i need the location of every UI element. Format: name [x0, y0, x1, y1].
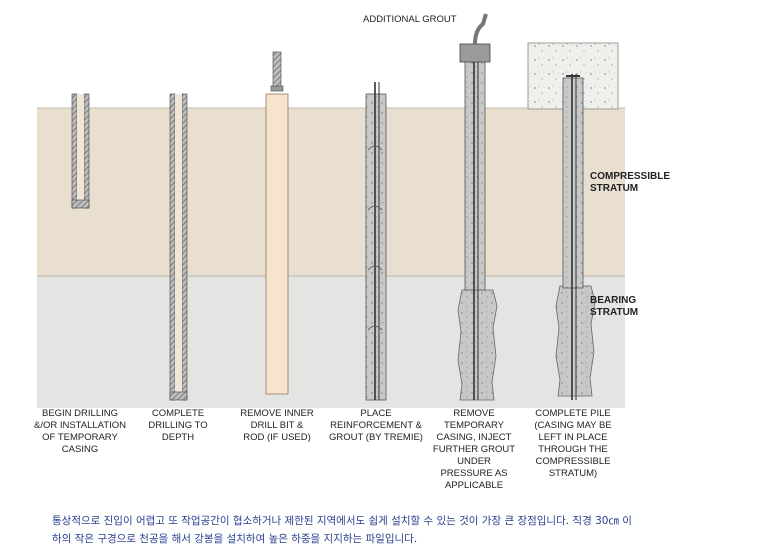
- stage-2-casing: [169, 93, 188, 401]
- step-2-label: COMPLETE DRILLING TO DEPTH: [148, 408, 208, 443]
- stage-4-reinforced-grout: [365, 82, 387, 401]
- stage-5-pressure-grout: [457, 13, 498, 401]
- stage-1-casing: [71, 93, 90, 209]
- caption: 통상적으로 진입이 어렵고 또 작업공간이 협소하거나 제한된 지역에서도 쉽게…: [52, 512, 752, 548]
- additional-grout-label: ADDITIONAL GROUT: [363, 14, 457, 25]
- step-4-label: PLACE REINFORCEMENT & GROUT (BY TREMIE): [329, 408, 423, 443]
- step-1-label: BEGIN DRILLING &/OR INSTALLATION OF TEMP…: [33, 408, 127, 455]
- compressible-stratum: [37, 108, 625, 276]
- caption-line-2: 하의 작은 구경으로 천공을 해서 강봉을 설치하여 높은 하중을 지지하는 파…: [52, 533, 418, 545]
- stage-6-complete-pile: [527, 42, 619, 400]
- bearing-stratum: [37, 276, 625, 408]
- caption-line-1: 통상적으로 진입이 어렵고 또 작업공간이 협소하거나 제한된 지역에서도 쉽게…: [52, 515, 632, 527]
- step-6-label: COMPLETE PILE (CASING MAY BE LEFT IN PLA…: [534, 408, 612, 479]
- compressible-stratum-label: COMPRESSIBLE STRATUM: [590, 171, 671, 194]
- step-5-label: REMOVE TEMPORARY CASING, INJECT FURTHER …: [432, 408, 516, 491]
- bearing-stratum-label: BEARING STRATUM: [590, 295, 639, 318]
- stage-3-drill-rod: [265, 51, 289, 395]
- micropile-installation-diagram: [37, 13, 625, 408]
- step-3-label: REMOVE INNER DRILL BIT & ROD (IF USED): [240, 408, 314, 443]
